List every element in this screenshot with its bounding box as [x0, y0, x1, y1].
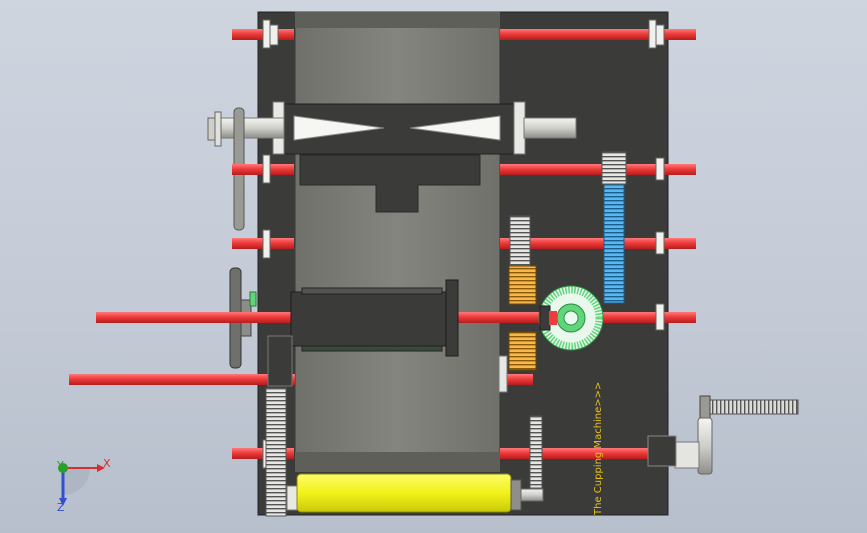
rack-gear-lower[interactable] [529, 415, 543, 489]
rod-row2-right[interactable] [500, 164, 696, 175]
t-punch[interactable] [299, 154, 481, 213]
left-cone-die[interactable] [293, 115, 385, 141]
blue-spur-gear[interactable] [603, 184, 625, 304]
triad-x-label: X [103, 457, 111, 470]
rod-row5-right[interactable] [505, 374, 533, 385]
roller-right-bearing [510, 479, 522, 511]
yellow-roller[interactable] [296, 473, 512, 513]
crank-arm[interactable] [697, 417, 713, 475]
center-panel-bottom-cap [295, 452, 500, 472]
lower-die-collar [445, 279, 459, 357]
orange-gear-upper[interactable] [508, 265, 537, 305]
orientation-triad[interactable] [45, 450, 125, 520]
center-panel[interactable] [294, 11, 501, 473]
lower-die-face [301, 287, 443, 295]
rod-top-right[interactable] [500, 29, 696, 40]
upper-right-bracket [513, 101, 526, 155]
roller-left-bearing [286, 485, 298, 511]
green-knob[interactable] [249, 291, 257, 307]
crank-knurled-cap [699, 395, 711, 419]
rod-bottom-right[interactable] [500, 448, 696, 459]
upper-handwheel-nut [214, 111, 222, 147]
crank-knurled-grip[interactable] [707, 399, 799, 415]
upper-shaft-right[interactable] [523, 117, 577, 139]
crank-bracket [647, 435, 677, 467]
triad-y-label: Y [57, 459, 64, 472]
red-hub [549, 311, 557, 325]
right-cone-die[interactable] [409, 115, 501, 141]
upper-shaft-left[interactable] [211, 117, 285, 139]
blue-gear-top-pinion[interactable] [601, 151, 627, 185]
orange-gear-lower[interactable] [508, 331, 537, 371]
left-gear-bracket [267, 335, 293, 387]
lower-die-block[interactable] [290, 291, 459, 347]
left-gear-stack[interactable] [265, 387, 287, 517]
roller-right-shaft [520, 488, 544, 502]
triad-shadow [63, 468, 90, 495]
triad-z-label: Z [57, 501, 65, 514]
rod-row3-right[interactable] [500, 238, 696, 249]
rod-row5-left[interactable] [69, 374, 295, 385]
triad-y-dot [58, 463, 68, 473]
triad-z-arrow [59, 498, 67, 506]
lower-die-base [301, 345, 443, 352]
engraved-title: The Cupping Machine>>> [593, 382, 604, 516]
center-panel-top-cap [295, 12, 500, 28]
side-bracket [498, 355, 508, 393]
rack-gear-upper[interactable] [509, 215, 531, 267]
bevel-shaft-collar [539, 305, 551, 331]
crank-shaft [674, 441, 700, 469]
triad-x-arrow [97, 464, 105, 472]
